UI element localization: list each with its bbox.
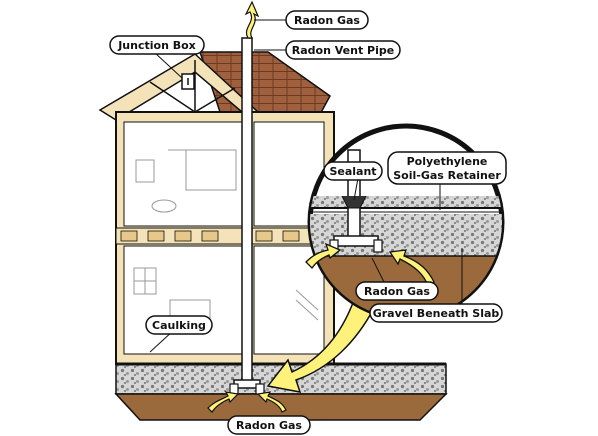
svg-text:Gravel Beneath Slab: Gravel Beneath Slab — [373, 307, 500, 320]
inset-gas-arrows — [305, 242, 435, 288]
curved-arrow-icon — [266, 299, 376, 393]
label-sealant: Sealant — [323, 161, 383, 181]
svg-text:Soil-Gas Retainer: Soil-Gas Retainer — [393, 169, 501, 182]
svg-text:Radon Gas: Radon Gas — [364, 285, 430, 298]
arrow-up-icon — [244, 0, 260, 39]
label-gravel-beneath-slab: Gravel Beneath Slab — [369, 303, 503, 323]
svg-text:Caulking: Caulking — [152, 319, 206, 332]
svg-text:Radon Gas: Radon Gas — [236, 419, 302, 432]
svg-text:Junction Box: Junction Box — [117, 39, 196, 52]
svg-text:Radon Gas: Radon Gas — [294, 14, 360, 27]
svg-text:Polyethylene: Polyethylene — [407, 155, 488, 168]
leader-lines — [149, 19, 463, 353]
junction-box — [181, 73, 195, 90]
radon-vent-pipe — [229, 37, 265, 395]
label-junction-box: Junction Box — [109, 35, 205, 55]
label-radon-gas-bottom: Radon Gas — [227, 415, 311, 435]
svg-text:Radon Vent Pipe: Radon Vent Pipe — [292, 44, 394, 57]
label-radon-vent-pipe: Radon Vent Pipe — [285, 40, 401, 60]
bottom-gas-arrows — [207, 391, 287, 413]
svg-text:Sealant: Sealant — [329, 165, 376, 178]
label-caulking: Caulking — [145, 315, 213, 335]
label-polyethylene-retainer: Polyethylene Soil-Gas Retainer — [387, 151, 507, 185]
label-radon-gas-top: Radon Gas — [285, 10, 369, 30]
label-radon-gas-inset: Radon Gas — [355, 281, 439, 301]
